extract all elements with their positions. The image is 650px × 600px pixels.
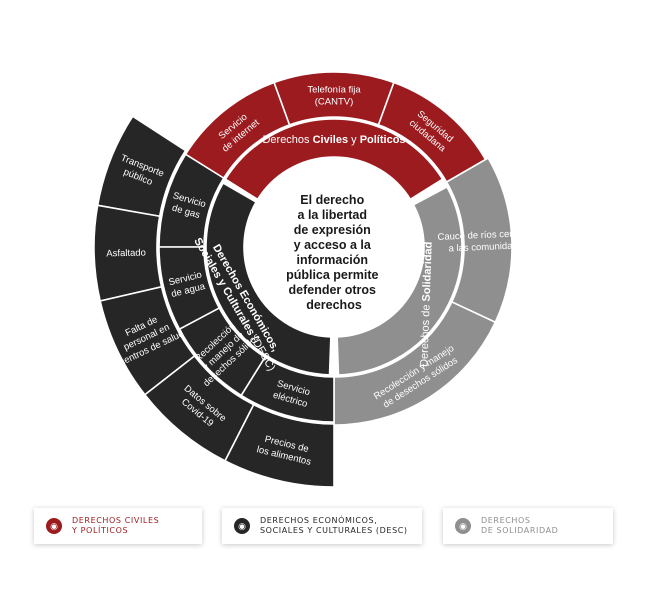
ring-label-civiles-line: Derechos Civiles y Políticos xyxy=(262,134,405,146)
ring-desc xyxy=(205,181,332,376)
segment-servicio-gas xyxy=(158,153,225,248)
center-line: a la libertad xyxy=(298,208,367,222)
center-line: defender otros xyxy=(289,283,377,297)
label-telefonia-fija-line: Telefonía fija xyxy=(307,85,361,96)
segment-recoleccion-desc xyxy=(178,306,267,397)
segment-falta-personal xyxy=(99,285,196,396)
ring-label-civiles-part: Civiles xyxy=(313,134,348,146)
ring-label-solidaridad-part: Solidaridad xyxy=(421,241,435,301)
segment-transporte-publico xyxy=(96,115,187,218)
legend-solidaridad-line2: DE SOLIDARIDAD xyxy=(481,526,559,535)
label-cauce-rios-line: a las comunidades xyxy=(448,240,528,254)
label-cauce-rios-line: Cauce de ríos cercanos xyxy=(437,228,538,243)
label-asfaltado: Asfaltado xyxy=(106,247,146,259)
ring-label-solidaridad-part: Derechos de xyxy=(418,301,432,367)
center-text: El derecho a la libertad de expresión y … xyxy=(286,193,382,312)
legend-civiles: ◉ DERECHOS CIVILES Y POLÍTICOS xyxy=(34,508,202,544)
center-arrow-top xyxy=(323,159,345,169)
center-line: derechos xyxy=(306,298,362,312)
ring-label-solidaridad: Derechos de Solidaridad xyxy=(418,241,434,367)
legend-solidaridad-line1: DERECHOS xyxy=(481,516,531,525)
legend-desc: ◉ DERECHOS ECONÓMICOS, SOCIALES Y CULTUR… xyxy=(222,508,422,544)
center-line: información xyxy=(296,253,368,267)
eye-icon: ◉ xyxy=(455,518,471,534)
label-telefonia-fija: Telefonía fija(CANTV) xyxy=(307,85,361,108)
legend-desc-line2: SOCIALES Y CULTURALES (DESC) xyxy=(260,526,408,535)
ring-label-civiles-part: Políticos xyxy=(360,134,406,146)
label-asfaltado-line: Asfaltado xyxy=(106,247,146,259)
center-arrow-right xyxy=(412,236,422,258)
center-line: de expresión xyxy=(294,223,371,237)
legend-civiles-line1: DERECHOS CIVILES xyxy=(72,516,160,525)
ring-solidaridad xyxy=(336,185,463,376)
segment-servicio-agua xyxy=(158,246,221,331)
segment-servicio-electrico xyxy=(240,356,335,423)
ring-label-civiles: Derechos Civiles y Políticos xyxy=(262,134,405,146)
legend-solidaridad: ◉ DERECHOS DE SOLIDARIDAD xyxy=(443,508,613,544)
center-statement: El derecho a la libertad de expresión y … xyxy=(246,159,422,325)
center-circle xyxy=(256,169,412,325)
segment-datos-covid xyxy=(143,354,255,462)
label-cauce-rios: Cauce de ríos cercanosa las comunidades xyxy=(437,228,538,255)
legend-civiles-line2: Y POLÍTICOS xyxy=(72,526,129,535)
segment-precios-alimentos xyxy=(223,403,335,488)
center-line: y acceso a la xyxy=(294,238,372,252)
ring-label-civiles-part: y xyxy=(348,134,360,146)
center-line: El derecho xyxy=(300,193,364,207)
ring-label-solidaridad-line: Derechos de Solidaridad xyxy=(418,241,434,367)
eye-icon: ◉ xyxy=(46,518,62,534)
legend-desc-line1: DERECHOS ECONÓMICOS, xyxy=(260,516,378,525)
eye-icon: ◉ xyxy=(234,518,250,534)
center-line: pública permite xyxy=(286,268,378,282)
segment-asfaltado xyxy=(93,204,163,302)
label-telefonia-fija-line: (CANTV) xyxy=(315,97,354,108)
ring-label-civiles-part: Derechos xyxy=(262,134,312,146)
ring-civiles xyxy=(224,118,444,201)
center-arrow-left xyxy=(246,236,256,258)
